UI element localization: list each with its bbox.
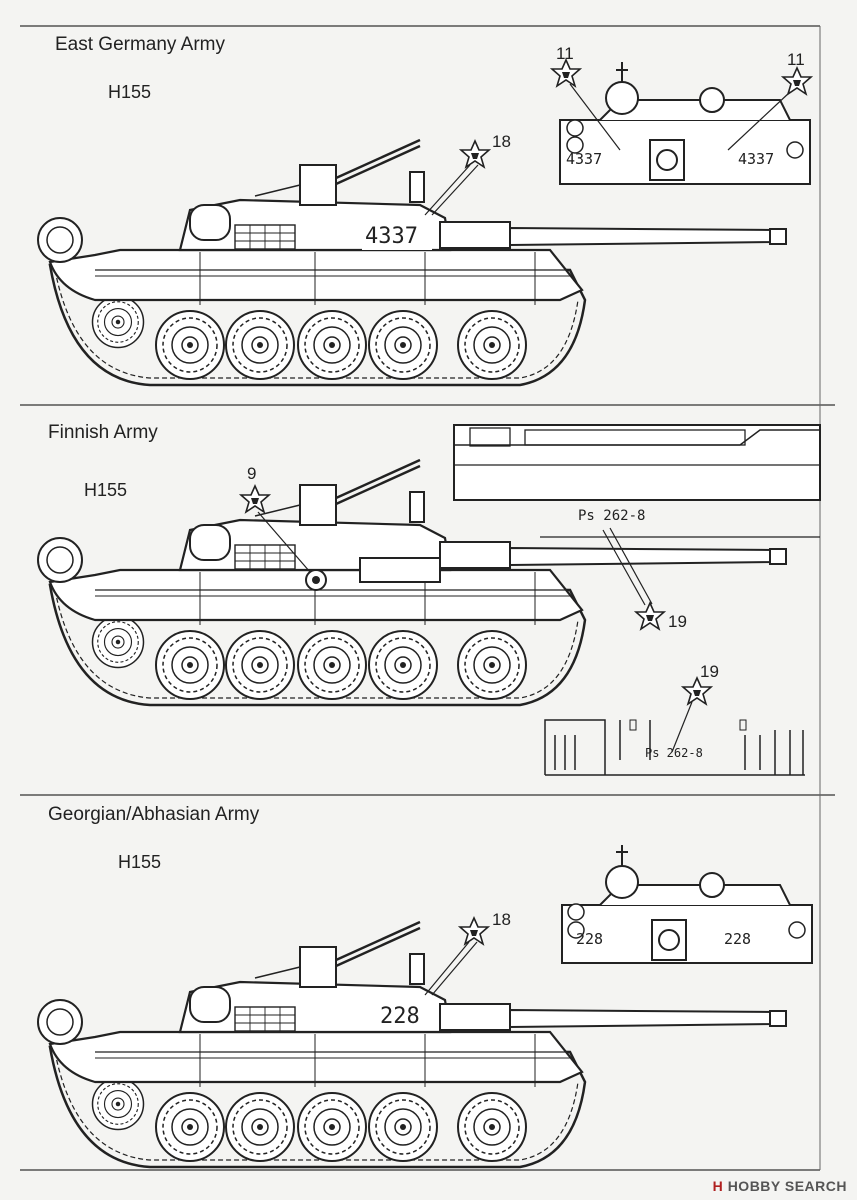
code-label-georgian: H155 xyxy=(118,852,162,872)
front-number-left-georgian: 228 xyxy=(576,930,604,948)
callout-19-rear: 19 xyxy=(700,662,719,681)
callout-9: 9 xyxy=(247,464,257,483)
army-title-east-germany: East Germany Army xyxy=(55,34,225,55)
star-decal-18 xyxy=(460,140,490,168)
callout-19-side: 19 xyxy=(668,612,687,631)
watermark-logo: H xyxy=(712,1178,724,1194)
front-number-right-georgian: 228 xyxy=(724,930,752,948)
tank-top-view-finnish xyxy=(453,424,821,501)
plate-rear: Ps 262-8 xyxy=(645,746,703,760)
tank-front-view-east-germany xyxy=(559,62,811,185)
hull-number-east-germany: 4337 xyxy=(365,224,418,249)
tank-rear-view-finnish xyxy=(544,719,805,776)
plate-side: Ps 262-8 xyxy=(578,508,646,524)
tank-front-view-georgian xyxy=(561,845,813,964)
star-decal-19-side xyxy=(635,602,665,630)
army-title-georgian: Georgian/Abhasian Army xyxy=(48,804,260,825)
star-decal-18-georgian xyxy=(459,917,489,945)
callout-18-georgian: 18 xyxy=(492,910,511,929)
callout-18: 18 xyxy=(492,132,511,151)
star-decal-9 xyxy=(240,485,270,513)
army-title-finnish: Finnish Army xyxy=(48,422,158,443)
front-number-right: 4337 xyxy=(738,150,775,168)
hull-number-georgian: 228 xyxy=(380,1004,420,1029)
callout-11-left: 11 xyxy=(556,44,574,63)
code-label-finnish: H155 xyxy=(84,480,128,500)
code-label-east-germany: H155 xyxy=(108,82,152,102)
star-decal-11-right xyxy=(782,67,812,95)
watermark: H HOBBY SEARCH xyxy=(713,1178,847,1194)
front-number-left: 4337 xyxy=(566,150,603,168)
callout-11-right: 11 xyxy=(787,50,805,69)
watermark-text: HOBBY SEARCH xyxy=(727,1178,847,1194)
